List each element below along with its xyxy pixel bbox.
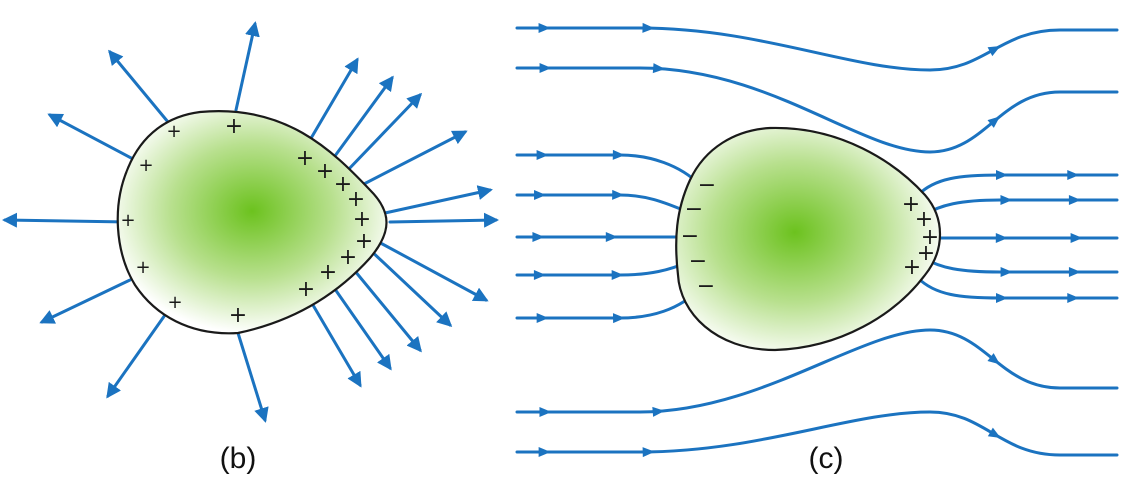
field-line-c-13	[916, 276, 1119, 300]
field-line-c-4	[515, 153, 702, 187]
field-line-c-4-arrowhead-1	[612, 149, 625, 160]
positive-charge-b-5: +	[167, 292, 182, 313]
field-line-b-8	[388, 212, 499, 228]
positive-charge-c-2: +	[921, 225, 939, 250]
field-line-c-0	[515, 26, 1119, 72]
field-line-c-2-arrowhead-0	[539, 407, 552, 417]
panel-c-charges: −−−−−+++++	[681, 173, 939, 299]
positive-charge-c-1: +	[915, 207, 933, 232]
field-line-b-10	[39, 278, 132, 324]
panel-b-field-lines	[2, 21, 499, 423]
field-line-c-3	[515, 410, 1119, 457]
positive-charge-b-11: +	[353, 207, 371, 232]
field-line-c-1	[515, 66, 1119, 154]
positive-charge-b-15: +	[297, 277, 315, 302]
positive-charge-b-14: +	[319, 260, 337, 285]
caption-c: (c)	[809, 442, 844, 475]
field-line-c-13-arrowhead-0	[995, 293, 1008, 303]
field-line-c-5	[515, 193, 690, 214]
field-line-b-11	[106, 313, 167, 399]
positive-charge-b-2: +	[138, 155, 153, 176]
negative-charge-c-4: −	[697, 274, 715, 299]
field-line-c-1-arrowhead-0	[539, 63, 552, 73]
field-line-c-8-arrowhead-1	[612, 313, 626, 324]
positive-charge-c-4: +	[903, 255, 921, 280]
field-line-b-5	[344, 92, 423, 174]
field-line-b-16	[366, 246, 453, 328]
positive-charge-b-10: +	[347, 187, 365, 212]
field-line-c-13-arrowhead-1	[1067, 293, 1080, 303]
field-line-c-7-arrowhead-0	[533, 270, 546, 280]
field-line-c-1-arrowhead-2	[987, 116, 1000, 128]
negative-charge-c-2: −	[681, 224, 699, 249]
field-line-c-5-arrowhead-1	[612, 189, 625, 200]
field-line-c-3-arrowhead-2	[987, 427, 1001, 438]
positive-charge-b-9: +	[334, 172, 352, 197]
field-line-c-8	[515, 286, 702, 320]
field-line-b-3	[308, 57, 359, 142]
field-line-c-4-arrowhead-0	[536, 150, 549, 160]
field-line-c-3-arrowhead-1	[642, 447, 655, 458]
panel-b-charges: ++++++++++++++++	[120, 114, 373, 328]
field-line-c-9-arrowhead-0	[995, 170, 1008, 180]
conductor-c	[675, 126, 942, 352]
panel-b: ++++++++++++++++ (b)	[2, 21, 499, 475]
positive-charge-b-4: +	[135, 257, 150, 278]
field-line-c-6-arrowhead-0	[532, 232, 545, 242]
field-line-b-14	[328, 280, 392, 371]
field-line-c-10-arrowhead-1	[1068, 195, 1081, 205]
field-line-b-6	[360, 130, 468, 187]
field-line-b-1	[108, 49, 170, 124]
negative-charge-c-1: −	[685, 197, 703, 222]
field-line-c-5-arrowhead-0	[534, 190, 547, 200]
negative-charge-c-3: −	[689, 249, 707, 274]
positive-charge-b-8: +	[316, 159, 334, 184]
positive-charge-c-0: +	[902, 192, 920, 217]
field-line-b-12	[236, 331, 269, 423]
field-line-c-3-arrowhead-0	[538, 447, 551, 457]
positive-charge-b-1: +	[225, 114, 243, 139]
field-line-c-7-arrowhead-1	[611, 270, 624, 281]
positive-charge-c-3: +	[917, 241, 935, 266]
field-line-c-2	[515, 328, 1119, 414]
caption-b: (b)	[220, 442, 257, 475]
positive-charge-b-3: +	[120, 210, 135, 231]
field-line-c-12-arrowhead-0	[1000, 267, 1013, 277]
field-line-b-0	[47, 113, 137, 162]
field-line-b-4	[330, 75, 394, 162]
field-line-c-10-arrowhead-0	[1000, 195, 1013, 205]
field-line-c-11-arrowhead-1	[1070, 233, 1083, 243]
field-line-c-1-arrowhead-1	[652, 63, 666, 74]
field-line-c-9-arrowhead-1	[1067, 170, 1080, 180]
negative-charge-c-0: −	[698, 173, 716, 198]
positive-charge-b-13: +	[339, 245, 357, 270]
field-line-c-6-arrowhead-1	[605, 232, 618, 242]
positive-charge-b-7: +	[296, 146, 314, 171]
field-line-c-2-arrowhead-2	[987, 353, 1000, 365]
field-line-b-17	[373, 238, 489, 302]
field-line-c-7	[515, 260, 690, 277]
field-line-c-10	[922, 198, 1119, 217]
positive-charge-b-0: +	[166, 121, 181, 142]
positive-charge-b-12: +	[355, 229, 373, 254]
field-line-b-15	[348, 263, 422, 353]
field-line-b-2	[234, 21, 260, 112]
field-line-c-2-arrowhead-1	[652, 406, 665, 417]
field-line-b-9	[2, 212, 130, 228]
field-line-c-9	[916, 173, 1119, 197]
field-line-b-13	[308, 298, 362, 388]
field-line-c-0-arrowhead-2	[987, 45, 1001, 57]
field-line-c-0-arrowhead-0	[538, 23, 551, 33]
field-line-c-8-arrowhead-0	[536, 313, 549, 323]
conductor-b	[116, 110, 388, 335]
positive-charge-b-6: +	[229, 303, 247, 328]
panel-c-field-lines	[515, 22, 1119, 458]
field-line-c-0-arrowhead-1	[642, 22, 655, 33]
field-line-c-12-arrowhead-1	[1068, 267, 1081, 277]
field-line-c-11-arrowhead-0	[995, 233, 1008, 243]
field-line-b-7	[383, 185, 493, 215]
field-line-c-12	[922, 256, 1119, 274]
panel-c: −−−−−+++++ (c)	[515, 22, 1119, 475]
